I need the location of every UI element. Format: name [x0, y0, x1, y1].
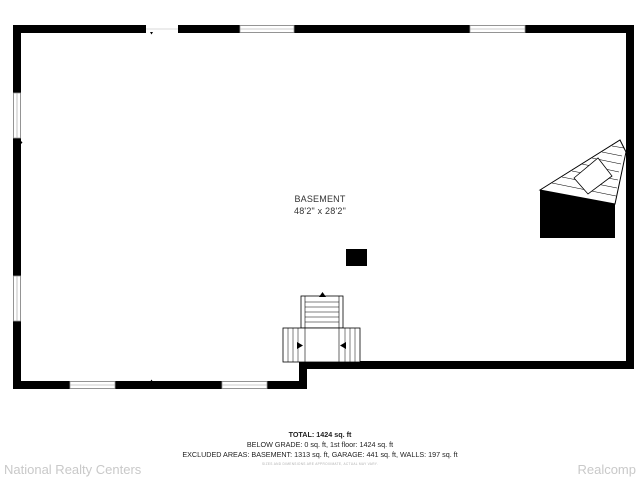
exterior-walls: [13, 25, 634, 389]
door-marker-bottom: [150, 379, 153, 382]
staircase-center: [282, 292, 361, 363]
total-label: TOTAL:: [288, 430, 315, 439]
total-area: TOTAL: 1424 sq. ft: [0, 430, 640, 439]
window-top-1: [239, 25, 295, 33]
support-column: [346, 249, 367, 266]
window-left-1: [13, 92, 21, 139]
excluded-areas-summary: EXCLUDED AREAS: BASEMENT: 1313 sq. ft, G…: [182, 450, 458, 459]
watermark-mls: Realcomp: [577, 462, 636, 477]
below-grade-summary: BELOW GRADE: 0 sq. ft, 1st floor: 1424 s…: [246, 440, 394, 449]
window-left-2: [13, 275, 21, 322]
staircase-right: [538, 139, 627, 238]
door-marker-left: [20, 140, 23, 145]
door-top: [146, 24, 178, 35]
total-value: 1424 sq. ft: [316, 430, 352, 439]
room-dimensions: 48'2" x 28'2": [294, 206, 346, 216]
disclaimer: SIZES AND DIMENSIONS ARE APPROXIMATE, AC…: [262, 462, 378, 466]
room-name: BASEMENT: [294, 194, 346, 204]
watermark-brokerage: National Realty Centers: [4, 462, 142, 477]
window-top-2: [469, 25, 526, 33]
window-bottom-2: [221, 381, 268, 389]
window-bottom-1: [69, 381, 116, 389]
